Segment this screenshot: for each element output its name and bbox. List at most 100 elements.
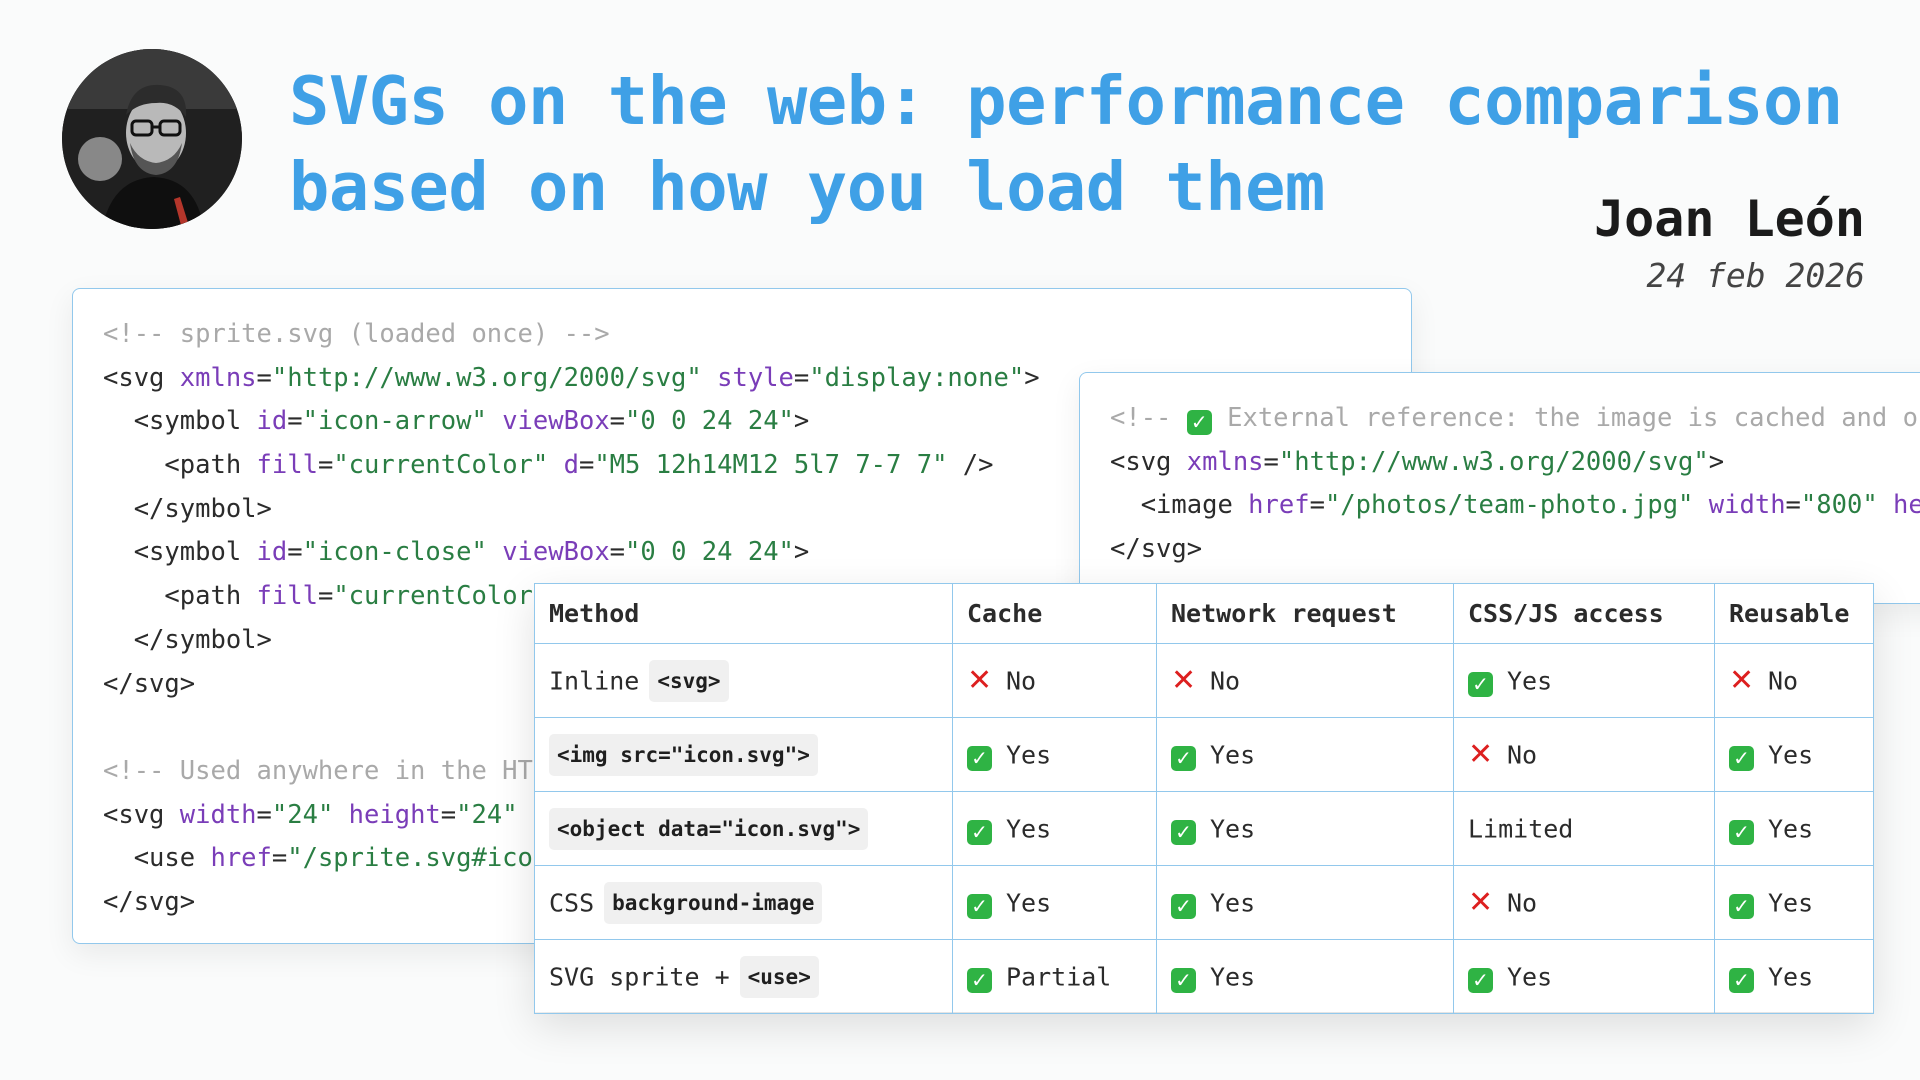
code-token: "800" <box>1800 490 1878 521</box>
check-icon: ✓ <box>967 967 992 993</box>
code-token: "0 0 24 24" <box>625 537 794 568</box>
code-token: > <box>1024 362 1040 393</box>
code-line: <symbol id="icon-close" viewBox="0 0 24 … <box>103 531 1411 575</box>
comparison-table-card: Method Cache Network request CSS/JS acce… <box>534 583 1874 1014</box>
code-token: = <box>287 537 303 568</box>
code-token: = <box>287 406 303 437</box>
method-cell: <img src="icon.svg"> <box>534 717 953 792</box>
code-token: "24" <box>456 799 518 830</box>
code-token: "http://www.w3.org/2000/svg" <box>271 362 702 393</box>
code-token: width <box>1708 490 1786 521</box>
code-token: <path <box>103 450 257 481</box>
cell-text: Yes <box>1768 740 1814 769</box>
code-token: <svg <box>103 799 180 830</box>
value-cell: Limited <box>1453 791 1715 866</box>
code-token: "icon-close" <box>302 537 487 568</box>
check-icon: ✓ <box>1729 819 1754 845</box>
code-token <box>702 363 717 393</box>
cell-text: Yes <box>1210 814 1256 843</box>
cell-text: Yes <box>1006 814 1052 843</box>
code-token: <!-- <box>1110 403 1187 433</box>
code-token: = <box>1785 490 1801 521</box>
table-row: SVG sprite +<use>✓Partial✓Yes✓Yes✓Yes <box>534 939 1874 1014</box>
code-line: <svg xmlns="http://www.w3.org/2000/svg"> <box>1110 441 1920 485</box>
check-icon: ✓ <box>967 819 992 845</box>
code-token: = <box>271 843 288 874</box>
publish-date: 24 feb 2026 <box>1646 256 1865 295</box>
code-token <box>1693 490 1708 520</box>
code-token <box>487 406 502 436</box>
code-line: </symbol> <box>103 488 1411 532</box>
header-cache: Cache <box>952 583 1157 644</box>
method-code: <svg> <box>649 659 729 702</box>
code-line: <symbol id="icon-arrow" viewBox="0 0 24 … <box>103 400 1411 444</box>
code-token: style <box>717 362 794 393</box>
code-token: viewBox <box>502 537 610 568</box>
method-cell: SVG sprite +<use> <box>534 939 953 1014</box>
code-token: <!-- Used anywhere in the HTI <box>103 755 549 786</box>
code-token: > <box>793 537 810 568</box>
code-token: fill <box>256 581 318 612</box>
table-body: Inline<svg>✕No✕No✓Yes✕No<img src="icon.s… <box>534 643 1874 1014</box>
table-row: Inline<svg>✕No✕No✓Yes✕No <box>534 643 1874 718</box>
header-css-js-access: CSS/JS access <box>1453 583 1715 644</box>
code-token: "currentColor" <box>333 450 549 481</box>
code-token: "icon-arrow" <box>302 406 487 437</box>
value-cell: ✕ No <box>952 643 1157 718</box>
code-token: </svg> <box>103 668 196 699</box>
cell-text: Partial <box>1006 962 1112 991</box>
code-token: d <box>563 450 579 481</box>
cell-text: No <box>1006 666 1037 696</box>
method-text: SVG sprite + <box>549 962 730 991</box>
check-icon: ✓ <box>1729 967 1754 993</box>
code-token: </symbol> <box>103 624 272 655</box>
value-cell: ✕No <box>1453 865 1715 940</box>
code-token: xmlns <box>179 362 257 393</box>
code-line: <svg xmlns="http://www.w3.org/2000/svg" … <box>103 357 1411 401</box>
title-line-1: SVGs on the web: performance comparison <box>289 62 1843 140</box>
method-text: Inline <box>549 666 640 695</box>
code-token: > <box>1708 446 1725 477</box>
cross-icon: ✕ <box>967 663 993 699</box>
comparison-table: Method Cache Network request CSS/JS acce… <box>534 583 1874 1014</box>
code-token: "M5 12h14M12 5l7 7-7 7" <box>594 450 948 481</box>
cell-text: Yes <box>1210 962 1256 991</box>
check-icon: ✓ <box>1171 893 1196 919</box>
cell-text: Yes <box>1507 666 1553 695</box>
code-token: he <box>1893 490 1920 521</box>
code-token: </svg> <box>1110 534 1203 565</box>
code-token: </svg> <box>103 886 196 917</box>
code-line: <path fill="currentColor <box>103 575 1411 619</box>
method-cell: Inline <svg> <box>534 643 953 718</box>
code-line: </svg> <box>103 881 1411 925</box>
code-token: "http://www.w3.org/2000/svg" <box>1278 446 1709 477</box>
code-token: fill <box>256 450 318 481</box>
header-reusable: Reusable <box>1714 583 1874 644</box>
cross-icon: ✕ <box>1468 885 1494 921</box>
code-token: "/sprite.svg#icon <box>287 843 549 874</box>
table-row: <img src="icon.svg">✓Yes✓Yes✕No✓Yes <box>534 717 1874 792</box>
code-token: <symbol <box>103 537 257 568</box>
code-token: "display:none" <box>809 362 1025 393</box>
value-cell: ✓Yes <box>1156 791 1454 866</box>
code-token: = <box>317 450 334 481</box>
code-line: <!-- ✓ External reference: the image is … <box>1110 397 1920 441</box>
check-icon: ✓ <box>1729 745 1754 771</box>
method-code: <img src="icon.svg"> <box>549 733 818 776</box>
author-name: Joan León <box>1594 190 1865 248</box>
code-line: </svg> <box>1110 528 1920 572</box>
cell-text: Yes <box>1768 962 1814 991</box>
code-line: <svg width="24" height="24" a <box>103 794 1411 838</box>
cell-text: Yes <box>1768 888 1814 917</box>
code-block-sprite: <!-- sprite.svg (loaded once) --><svg xm… <box>73 289 1411 925</box>
cell-text: No <box>1768 666 1799 696</box>
code-token: = <box>256 799 272 830</box>
check-icon: ✓ <box>967 893 992 919</box>
code-token: <path <box>103 581 257 612</box>
code-token: <symbol <box>103 406 257 437</box>
check-icon: ✓ <box>1468 671 1493 697</box>
cell-text: Yes <box>1768 814 1814 843</box>
code-token: id <box>256 406 288 437</box>
